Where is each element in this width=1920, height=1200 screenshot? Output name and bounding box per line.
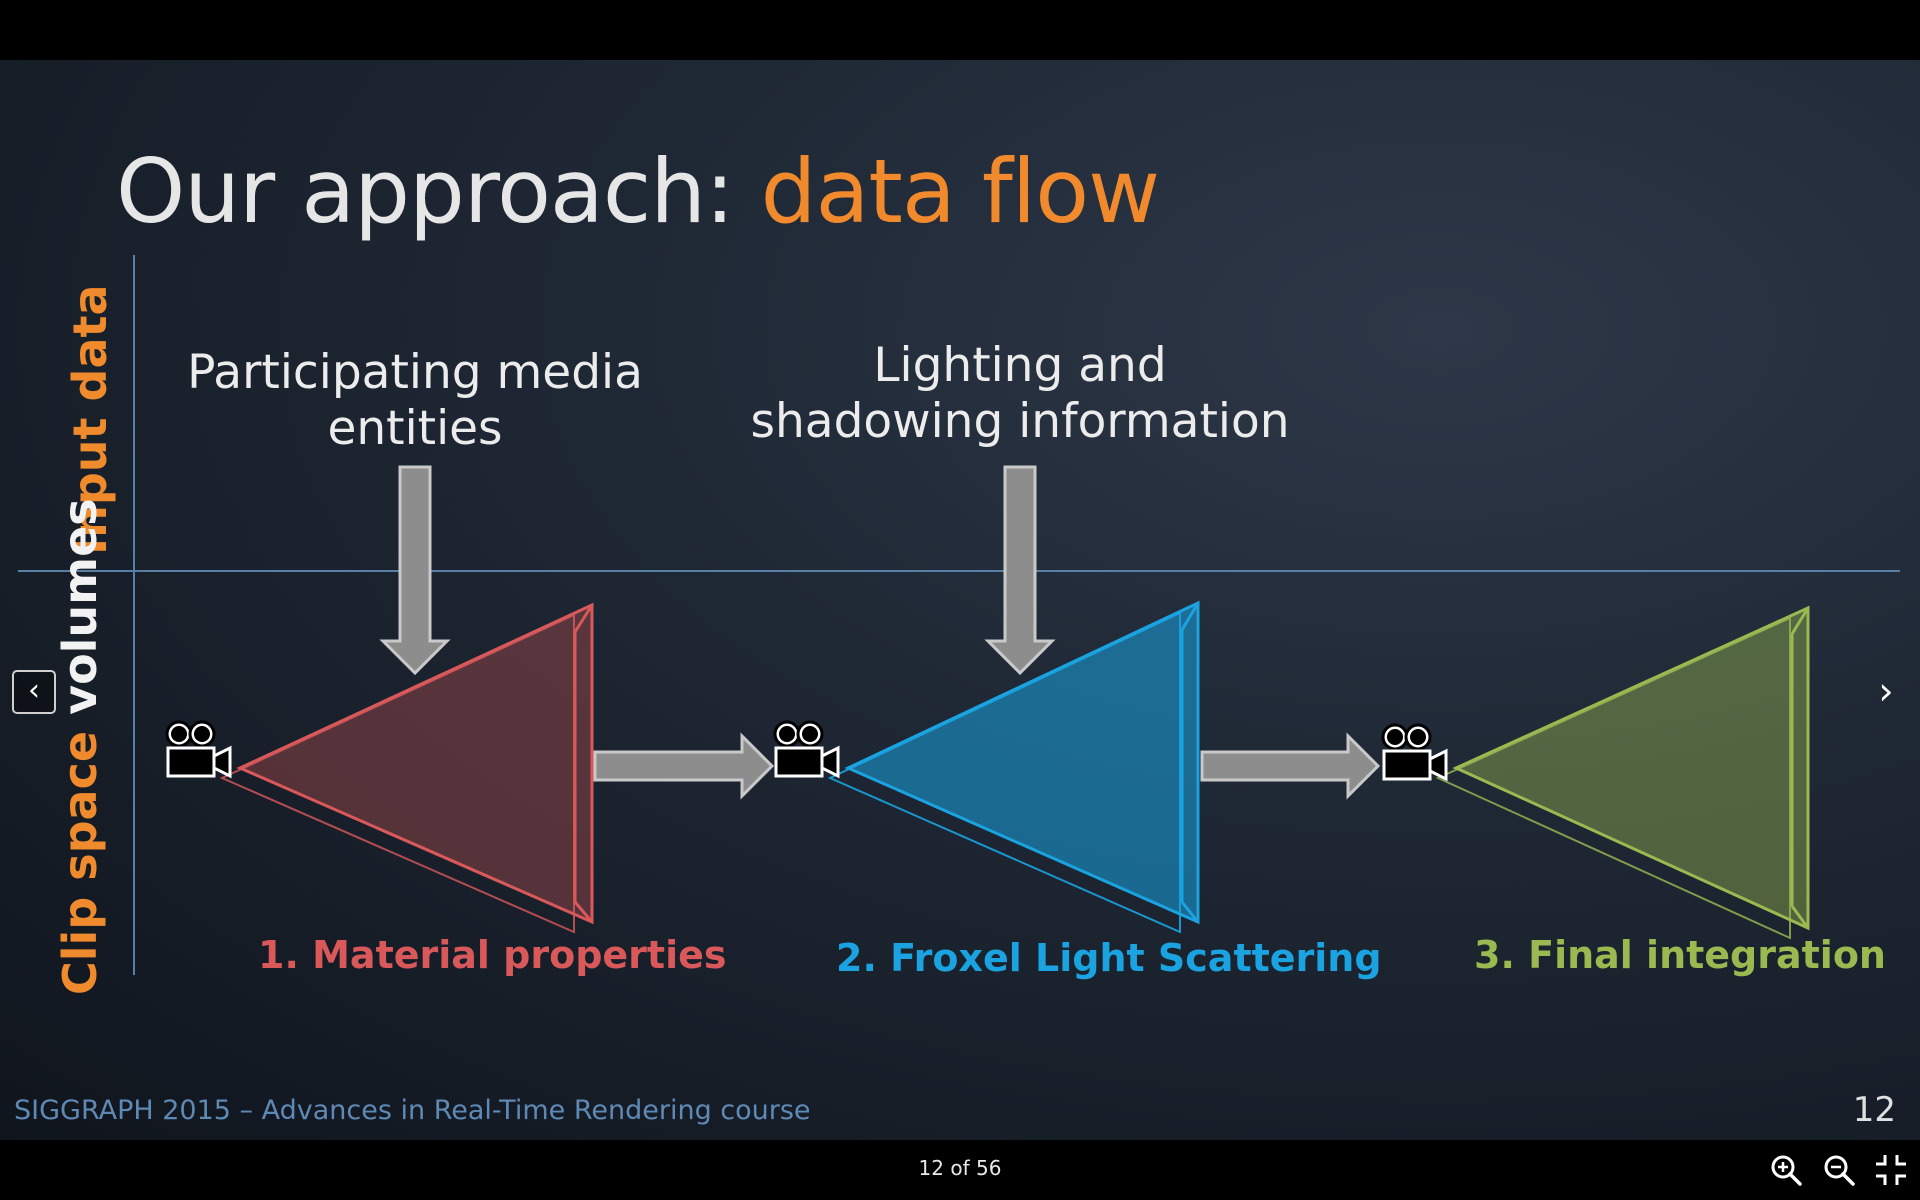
zoom-in-icon [1771,1155,1802,1186]
source-label-media: Participating media entities [170,345,660,457]
slide-title: Our approach: data flow [116,140,1160,243]
zoom-out-icon [1824,1155,1855,1186]
exit-fullscreen-button[interactable] [1873,1152,1909,1188]
exit-fullscreen-icon [1876,1155,1906,1185]
chevron-left-icon: ‹ [28,673,40,708]
viewer-top-bar [0,0,1920,60]
previous-slide-button[interactable]: ‹ [12,670,56,714]
step-label-material: 1. Material properties [258,933,727,977]
frustum-integration [1435,605,1810,940]
source-label-media-line1: Participating media [187,345,643,400]
camera-icon [165,720,232,778]
frustum-scattering [827,600,1200,934]
slide-number: 12 [1852,1090,1896,1130]
source-label-lighting: Lighting and shadowing information [740,338,1300,450]
flow-arrow-1 [593,732,775,800]
camera-icon [1381,723,1448,781]
source-label-lighting-line1: Lighting and [873,338,1167,393]
zoom-in-button[interactable] [1768,1152,1804,1188]
frustum-material [219,602,594,934]
zoom-out-button[interactable] [1821,1152,1857,1188]
chevron-right-icon: › [1878,669,1894,713]
slide-canvas: Our approach: data flow [0,60,1920,1140]
camera-icon [773,720,840,778]
step-label-scattering: 2. Froxel Light Scattering [836,936,1382,980]
source-label-lighting-line2: shadowing information [750,394,1290,449]
input-arrow-media [379,465,451,676]
side-label-clip-space-volumes: Clip space volumes [50,498,110,995]
viewer-bottom-bar: 12 of 56 [0,1140,1920,1200]
title-main: Our approach: [116,140,761,243]
side-label-clip-space: Clip space [53,714,107,995]
input-arrow-lighting [984,465,1056,676]
page-counter: 12 of 56 [918,1156,1002,1180]
slide-footer: SIGGRAPH 2015 – Advances in Real-Time Re… [14,1095,811,1126]
flow-diagram [18,255,1900,975]
next-slide-button[interactable]: › [1866,670,1906,712]
side-label-volumes: volumes [53,498,107,715]
flow-arrow-2 [1200,732,1381,800]
step-label-integration: 3. Final integration [1474,933,1886,977]
title-highlight: data flow [760,140,1160,243]
source-label-media-line2: entities [327,401,503,456]
